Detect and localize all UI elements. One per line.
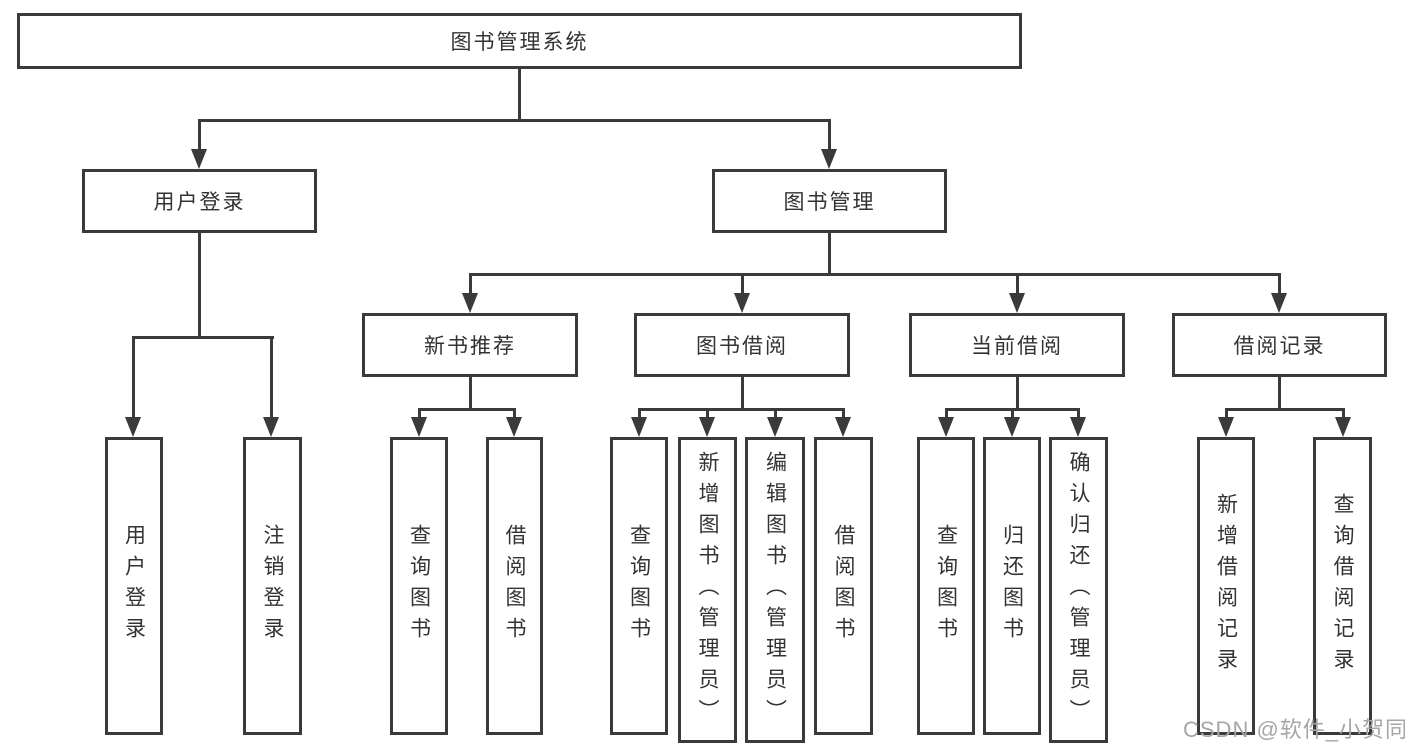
arrow-down-icon (1218, 417, 1234, 437)
leaf-label: 新增借阅记录 (1214, 493, 1238, 679)
leaf-add-borrow-record: 新增借阅记录 (1197, 437, 1255, 735)
arrow-down-icon (1271, 293, 1287, 313)
leaf-edit-book-admin: 编辑图书（管理员） (745, 437, 805, 743)
arrow-down-icon (411, 417, 427, 437)
connector-line (706, 408, 709, 420)
arrow-down-icon (1004, 417, 1020, 437)
connector-line (518, 69, 521, 119)
connector-line (741, 273, 744, 295)
connector-line (828, 233, 831, 274)
watermark: CSDN @软件_小贺同学 (1183, 717, 1405, 742)
arrow-down-icon (835, 417, 851, 437)
leaf-add-book-admin: 新增图书（管理员） (678, 437, 737, 743)
connector-line (513, 408, 516, 420)
connector-line (418, 408, 516, 411)
arrow-down-icon (506, 417, 522, 437)
node-new-book-recommendation: 新书推荐 (362, 313, 578, 377)
connector-line (198, 233, 201, 337)
leaf-confirm-return-admin: 确认归还（管理员） (1049, 437, 1108, 743)
leaf-label: 借阅图书 (832, 524, 855, 648)
arrow-down-icon (699, 417, 715, 437)
node-book-borrowing: 图书借阅 (634, 313, 850, 377)
connector-line (774, 408, 777, 420)
leaf-label: 归还图书 (1000, 524, 1024, 648)
connector-line (1016, 273, 1019, 295)
arrow-down-icon (462, 293, 478, 313)
node-borrowing-records: 借阅记录 (1172, 313, 1387, 377)
leaf-label: 用户登录 (122, 524, 146, 648)
arrow-down-icon (125, 417, 141, 437)
connector-line (1016, 377, 1019, 409)
connector-line (1225, 408, 1344, 411)
leaf-label: 编辑图书（管理员） (763, 450, 787, 730)
leaf-query-borrow-record: 查询借阅记录 (1313, 437, 1372, 735)
connector-line (1011, 408, 1014, 420)
connector-line (638, 408, 845, 411)
connector-line (945, 408, 948, 420)
leaf-label: 确认归还（管理员） (1067, 450, 1090, 730)
connector-line (198, 119, 201, 153)
connector-line (270, 336, 273, 420)
connector-line (741, 377, 744, 409)
connector-line (1342, 408, 1345, 420)
leaf-query-books-current: 查询图书 (917, 437, 975, 735)
arrow-down-icon (821, 149, 837, 169)
connector-line (418, 408, 421, 420)
connector-line (1077, 408, 1080, 420)
connector-line (1225, 408, 1228, 420)
leaf-label: 借阅图书 (503, 524, 526, 648)
leaf-return-books: 归还图书 (983, 437, 1041, 735)
connector-line (132, 336, 135, 420)
leaf-query-books-recommend: 查询图书 (390, 437, 448, 735)
leaf-borrow-books: 借阅图书 (814, 437, 873, 735)
arrow-down-icon (263, 417, 279, 437)
leaf-logout: 注销登录 (243, 437, 302, 735)
connector-line (1278, 377, 1281, 409)
node-library-management-system: 图书管理系统 (17, 13, 1022, 69)
arrow-down-icon (938, 417, 954, 437)
leaf-label: 查询图书 (934, 524, 958, 648)
connector-line (469, 377, 472, 409)
connector-line (198, 119, 831, 122)
leaf-label: 查询图书 (627, 524, 651, 648)
node-book-management: 图书管理 (712, 169, 947, 233)
connector-line (132, 336, 274, 339)
connector-line (469, 273, 472, 295)
connector-line (1278, 273, 1281, 295)
connector-line (842, 408, 845, 420)
leaf-label: 查询图书 (407, 524, 431, 648)
arrow-down-icon (767, 417, 783, 437)
leaf-user-login: 用户登录 (105, 437, 163, 735)
leaf-label: 查询借阅记录 (1331, 493, 1354, 679)
arrow-down-icon (1009, 293, 1025, 313)
connector-line (828, 119, 831, 153)
arrow-down-icon (1335, 417, 1351, 437)
leaf-borrow-books-recommend: 借阅图书 (486, 437, 543, 735)
leaf-query-books-borrowing: 查询图书 (610, 437, 668, 735)
arrow-down-icon (734, 293, 750, 313)
arrow-down-icon (1070, 417, 1086, 437)
node-current-borrowing: 当前借阅 (909, 313, 1125, 377)
arrow-down-icon (631, 417, 647, 437)
connector-line (469, 273, 1281, 276)
leaf-label: 注销登录 (261, 524, 284, 648)
connector-line (638, 408, 641, 420)
leaf-label: 新增图书（管理员） (696, 450, 719, 730)
arrow-down-icon (191, 149, 207, 169)
node-user-login: 用户登录 (82, 169, 317, 233)
